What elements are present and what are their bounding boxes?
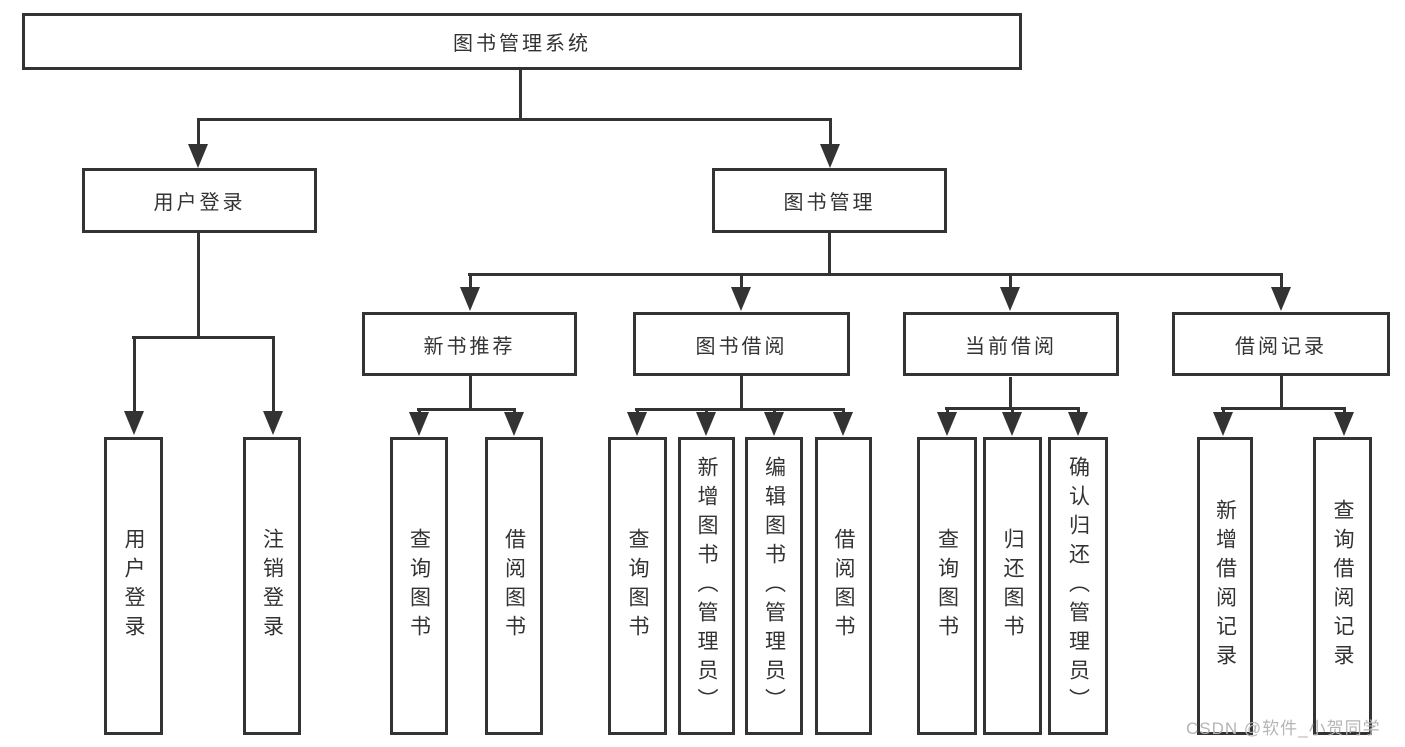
arrow-down-book-borrow <box>731 273 751 311</box>
arrow-down-new-book <box>460 273 480 311</box>
arrow-down-bb-borrow <box>833 408 853 436</box>
node-leaf-bb-edit-book-admin: 编辑图书（管理员） <box>745 437 803 735</box>
connector-new-book-stem <box>469 376 472 410</box>
node-book-management: 图书管理 <box>712 168 947 233</box>
node-leaf-br-add-record: 新增借阅记录 <box>1197 437 1253 735</box>
node-leaf-cb-confirm-return-admin: 确认归还（管理员） <box>1048 437 1108 735</box>
node-new-book-recommend: 新书推荐 <box>362 312 577 376</box>
arrow-down-logout-leaf <box>263 336 283 435</box>
node-book-borrow: 图书借阅 <box>633 312 850 376</box>
connector-book-borrow-stem <box>740 376 743 410</box>
node-leaf-nb-borrow-books: 借阅图书 <box>485 437 543 735</box>
node-leaf-bb-add-book-admin: 新增图书（管理员） <box>678 437 735 735</box>
arrow-down-user-login <box>188 118 208 168</box>
node-leaf-cb-query-books: 查询图书 <box>917 437 977 735</box>
node-leaf-nb-query-books: 查询图书 <box>390 437 448 735</box>
arrow-down-cb-return <box>1002 407 1022 436</box>
arrow-down-nb-query <box>409 408 429 436</box>
connector-current-borrow-stem <box>1009 377 1012 410</box>
arrow-down-user-login-leaf <box>124 336 144 435</box>
arrow-down-br-query-record <box>1334 407 1354 436</box>
connector-level3-bus <box>468 273 1283 276</box>
connector-user-login-bus <box>132 336 275 339</box>
arrow-down-bb-edit <box>764 408 784 436</box>
connector-level2-bus <box>197 118 832 121</box>
arrow-down-nb-borrow <box>504 408 524 436</box>
arrow-down-cb-confirm <box>1068 407 1088 436</box>
connector-new-book-bus <box>417 408 516 411</box>
connector-borrow-records-stem <box>1280 376 1283 410</box>
node-leaf-br-query-record: 查询借阅记录 <box>1313 437 1372 735</box>
connector-borrow-records-bus <box>1221 407 1346 410</box>
connector-book-management-stem <box>828 233 831 275</box>
arrow-down-cb-query <box>937 407 957 436</box>
node-borrow-records: 借阅记录 <box>1172 312 1390 376</box>
connector-user-login-stem <box>197 233 200 338</box>
node-user-login: 用户登录 <box>82 168 317 233</box>
arrow-down-current-borrow <box>1000 273 1020 311</box>
node-leaf-user-login: 用户登录 <box>104 437 163 735</box>
node-root: 图书管理系统 <box>22 13 1022 70</box>
node-leaf-bb-borrow-books: 借阅图书 <box>815 437 872 735</box>
arrow-down-borrow-records <box>1271 273 1291 311</box>
node-current-borrow: 当前借阅 <box>903 312 1119 376</box>
node-leaf-cb-return-books: 归还图书 <box>983 437 1042 735</box>
arrow-down-br-add-record <box>1213 407 1233 436</box>
arrow-down-book-management <box>820 118 840 168</box>
arrow-down-bb-add <box>696 408 716 436</box>
connector-book-borrow-bus <box>635 408 845 411</box>
node-leaf-logout: 注销登录 <box>243 437 301 735</box>
connector-root-stem <box>519 70 522 121</box>
arrow-down-bb-query <box>627 408 647 436</box>
node-leaf-bb-query-books: 查询图书 <box>608 437 667 735</box>
csdn-watermark: CSDN @软件_小贺同学 <box>1186 719 1381 738</box>
